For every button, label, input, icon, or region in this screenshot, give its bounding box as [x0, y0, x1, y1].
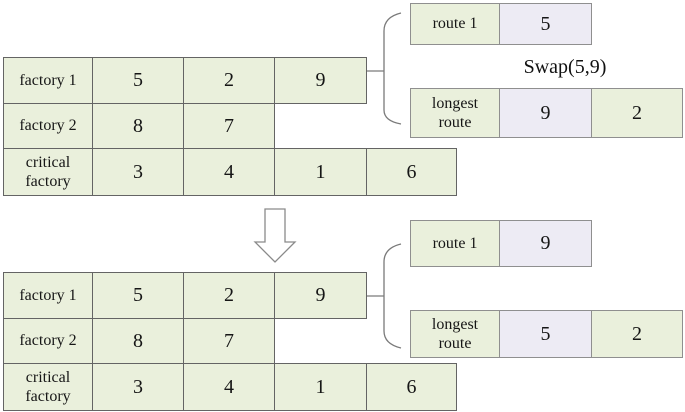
route1-value: 9 [499, 220, 592, 267]
route1-value: 5 [499, 3, 592, 45]
factory-1-cell-1: 2 [183, 57, 275, 104]
longest-route-second-value: 2 [591, 310, 683, 358]
factory-1-row-label: factory 1 [3, 57, 93, 104]
longest-route-value: 9 [499, 88, 592, 138]
factory-1-row-label: factory 1 [3, 272, 93, 319]
critical-factory-cell-1: 4 [183, 363, 275, 411]
swap-label: Swap(5,9) [523, 55, 607, 78]
route1-label: route 1 [410, 220, 500, 267]
factory-2-row-label: factory 2 [3, 318, 93, 364]
factory-2-cell-0: 8 [92, 103, 184, 149]
longest-route-value: 5 [499, 310, 592, 358]
factory-1-cell-2: 9 [274, 272, 367, 319]
factory-2-cell-1: 7 [183, 103, 275, 149]
factory-2-cell-0: 8 [92, 318, 184, 364]
critical-factory-cell-3: 6 [366, 363, 457, 411]
factory-1-cell-0: 5 [92, 57, 184, 104]
longest-route-label: longest route [410, 310, 500, 358]
critical-factory-cell-0: 3 [92, 148, 184, 196]
critical-factory-cell-1: 4 [183, 148, 275, 196]
critical-factory-cell-2: 1 [274, 148, 367, 196]
factory-1-cell-1: 2 [183, 272, 275, 319]
factory-1-cell-0: 5 [92, 272, 184, 319]
critical-factory-cell-3: 6 [366, 148, 457, 196]
factory-2-cell-1: 7 [183, 318, 275, 364]
brace-connector-bottom-icon [367, 243, 402, 349]
factory-2-row-label: factory 2 [3, 103, 93, 149]
critical-factory-cell-2: 1 [274, 363, 367, 411]
brace-connector-top-icon [367, 12, 402, 125]
route1-label: route 1 [410, 3, 500, 45]
longest-route-second-value: 2 [591, 88, 683, 138]
factory-1-cell-2: 9 [274, 57, 367, 104]
longest-route-label: longest route [410, 88, 500, 138]
down-arrow-icon [253, 208, 297, 263]
critical-factory-cell-0: 3 [92, 363, 184, 411]
critical-factory-row-label: critical factory [3, 363, 93, 411]
critical-factory-row-label: critical factory [3, 148, 93, 196]
